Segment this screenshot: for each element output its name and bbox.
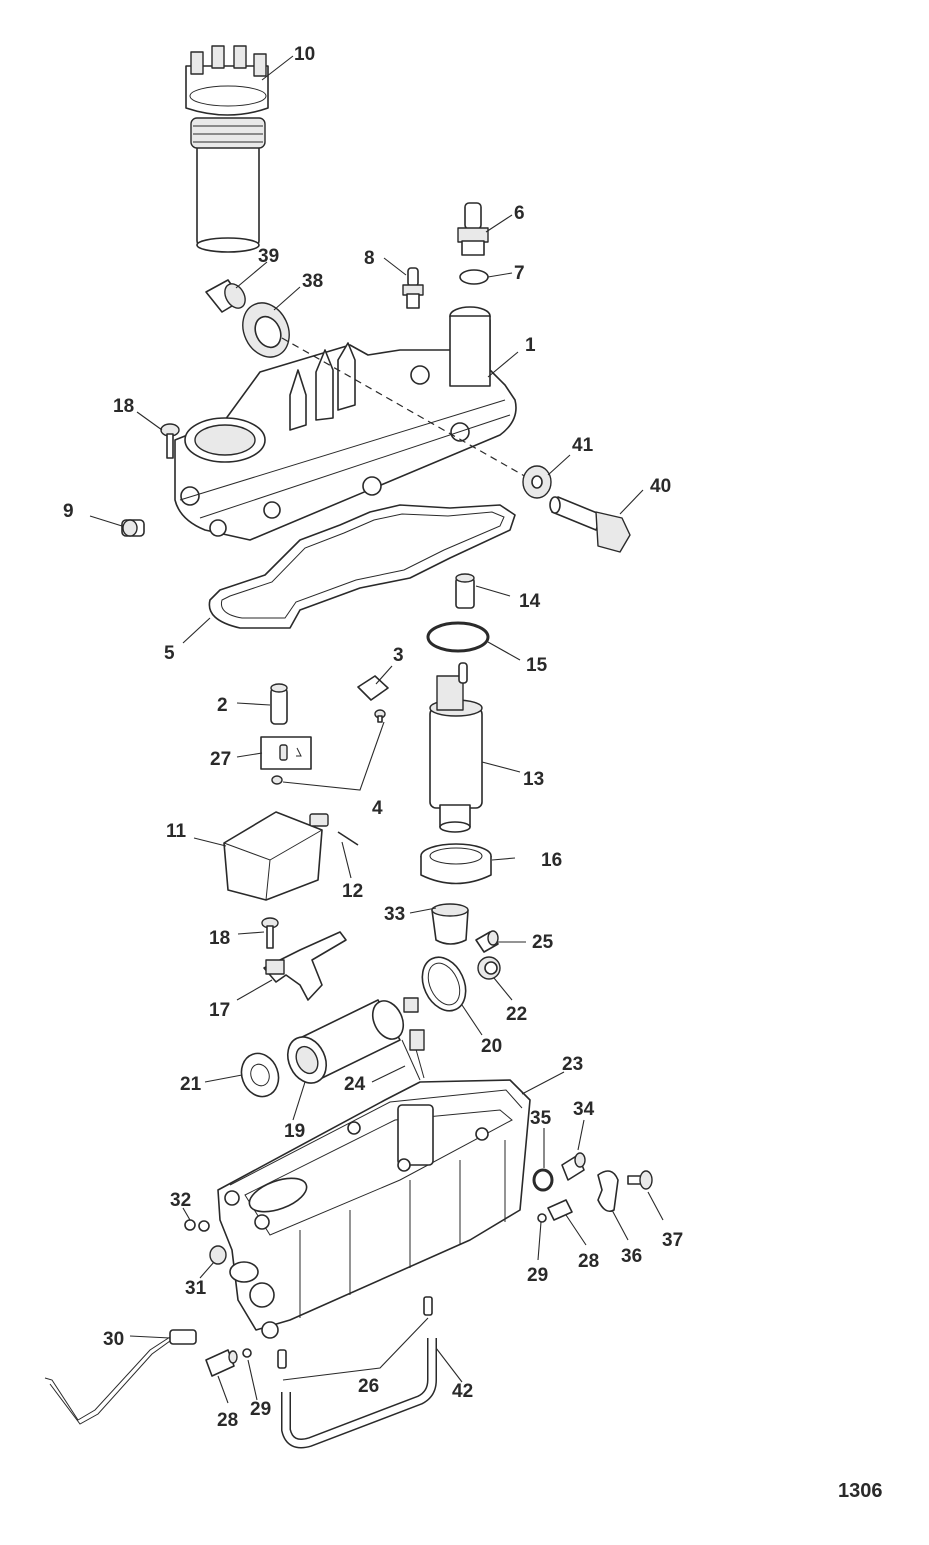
callout-18-lower: 18: [209, 928, 230, 949]
callout-39: 39: [258, 246, 279, 267]
callout-26: 26: [358, 1376, 379, 1397]
part-2-connector: [270, 683, 288, 725]
callout-28-right: 28: [578, 1251, 599, 1272]
part-28-fitting-lower: [205, 1349, 238, 1377]
part-15-o-ring: [426, 621, 490, 653]
callout-18-upper: 18: [113, 396, 134, 417]
leader-lines: [89, 55, 664, 1404]
part-18-screw-lower: [261, 917, 279, 949]
part-13-fuel-pump: [429, 662, 483, 833]
part-30-sensor: [44, 1329, 197, 1425]
part-19-pump: [286, 997, 419, 1084]
callout-7: 7: [514, 263, 525, 284]
callout-19: 19: [284, 1121, 305, 1142]
callout-29-lower: 29: [250, 1399, 271, 1420]
part-27-kit: [260, 736, 312, 770]
callout-21: 21: [180, 1074, 202, 1095]
part-40-bolt: [549, 496, 631, 553]
callout-16: 16: [541, 850, 562, 871]
part-17-bracket: [263, 931, 347, 1001]
part-16-ring: [420, 843, 492, 885]
part-33-cup: [431, 903, 469, 945]
figure-number: 1306: [838, 1480, 883, 1502]
part-26-fittings: [277, 1296, 433, 1369]
callout-27: 27: [210, 749, 231, 770]
part-29-o-ring-right: [537, 1213, 547, 1223]
part-4-screws: [271, 709, 386, 785]
callout-3: 3: [393, 645, 404, 666]
callout-14: 14: [519, 591, 541, 612]
callout-22: 22: [506, 1004, 527, 1025]
part-28-fitting-right: [547, 1199, 573, 1221]
part-22-fitting: [477, 956, 501, 980]
callout-29-right: 29: [527, 1265, 548, 1286]
part-7-o-ring: [459, 269, 489, 285]
callout-28-lower: 28: [217, 1410, 238, 1431]
callout-10: 10: [294, 44, 315, 65]
part-12-pin: [337, 831, 359, 846]
callout-6: 6: [514, 203, 525, 224]
callout-2: 2: [217, 695, 228, 716]
callout-13: 13: [523, 769, 544, 790]
part-39-plug: [205, 279, 246, 313]
part-11-module: [223, 811, 329, 901]
part-3-clip: [357, 675, 389, 701]
callout-34: 34: [573, 1099, 595, 1120]
part-20-ring: [421, 956, 467, 1012]
callout-36: 36: [621, 1246, 642, 1267]
part-6-fitting: [457, 202, 489, 256]
callout-32: 32: [170, 1190, 191, 1211]
part-1-top-cover: [174, 306, 517, 541]
callout-8: 8: [364, 248, 375, 269]
part-9-bushing: [121, 519, 145, 537]
part-25-fitting: [475, 930, 499, 953]
callout-20: 20: [481, 1036, 502, 1057]
callout-42: 42: [452, 1381, 473, 1402]
part-37-bolt: [627, 1170, 653, 1190]
part-18-screw-upper: [160, 423, 180, 459]
part-36-plate: [597, 1170, 619, 1213]
callout-17: 17: [209, 1000, 230, 1021]
callout-30: 30: [103, 1329, 124, 1350]
callout-40: 40: [650, 476, 671, 497]
part-38-grommet: [242, 302, 290, 358]
callout-25: 25: [532, 932, 554, 953]
part-21-gasket-ring: [240, 1052, 280, 1098]
callout-4: 4: [372, 798, 383, 819]
callout-31: 31: [185, 1278, 207, 1299]
part-35-o-ring: [532, 1168, 554, 1192]
callout-38: 38: [302, 271, 323, 292]
part-32-clamp: [184, 1219, 210, 1232]
part-29-o-ring-lower: [242, 1348, 252, 1358]
callout-24: 24: [344, 1074, 366, 1095]
part-14-sleeve: [455, 573, 475, 609]
part-23-lower-housing: [217, 1079, 531, 1339]
callout-23: 23: [562, 1054, 583, 1075]
callout-9: 9: [63, 501, 74, 522]
callout-11: 11: [166, 821, 187, 842]
callout-5: 5: [164, 643, 175, 664]
callout-33: 33: [384, 904, 405, 925]
part-24-wires: [401, 1029, 425, 1081]
callout-12: 12: [342, 881, 363, 902]
callout-41: 41: [572, 435, 594, 456]
part-10-filter-cap: [185, 45, 269, 253]
callout-35: 35: [530, 1108, 552, 1129]
callout-15: 15: [526, 655, 548, 676]
part-31-fitting: [209, 1245, 227, 1265]
part-8-fitting: [402, 267, 424, 309]
part-5-gasket: [208, 504, 516, 629]
part-34-fitting: [561, 1152, 586, 1181]
callout-37: 37: [662, 1230, 683, 1251]
callout-labels: 10 6 39 8 7 38 1 18 41 40 9 14 5 15 3 2 …: [63, 44, 683, 1431]
callout-1: 1: [525, 335, 536, 356]
part-41-washer: [522, 465, 552, 499]
